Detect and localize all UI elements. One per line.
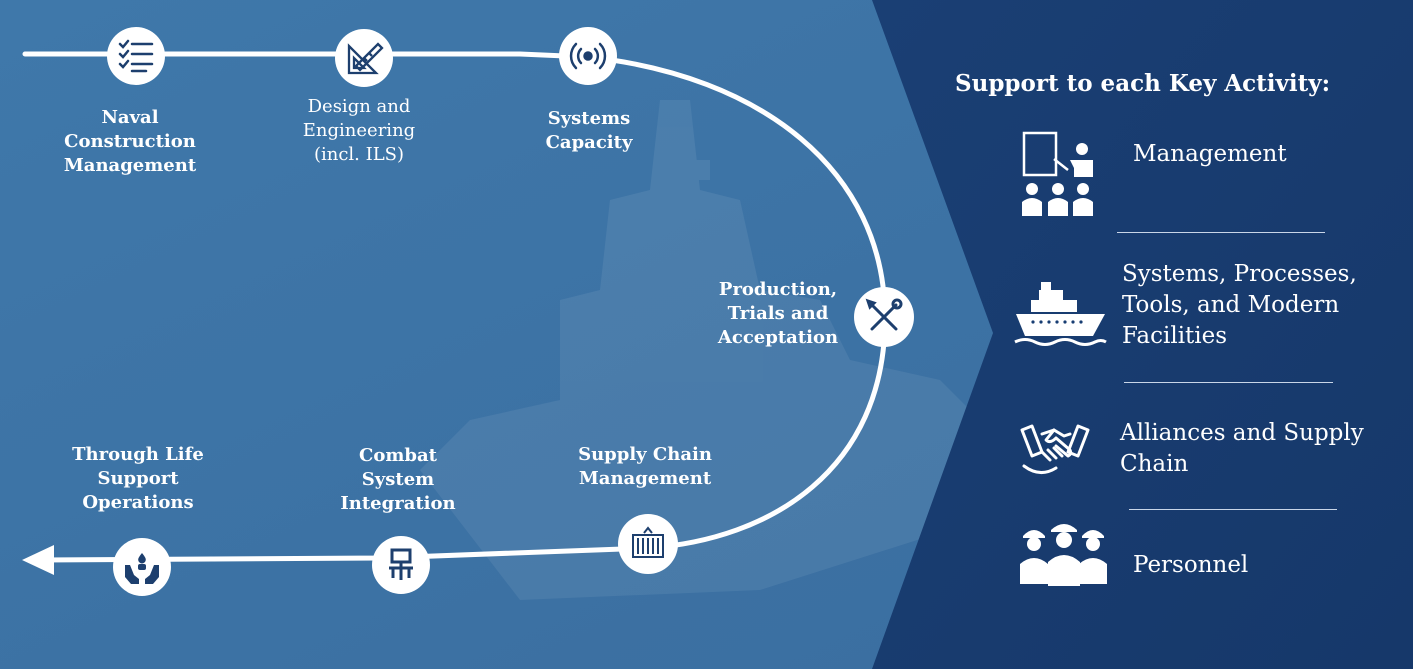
label-supply-chain: Supply Chain Management (578, 444, 712, 489)
ship-icon (1014, 282, 1107, 346)
container-icon (618, 514, 678, 574)
support-title: Support to each Key Activity: (955, 70, 1331, 97)
signal-broadcast-icon (559, 27, 617, 85)
label-combat-system: Combat System Integration (340, 445, 456, 514)
ship-silhouette (420, 100, 980, 600)
label-production-trials: Production, Trials and Acceptation (717, 279, 839, 348)
support-item-management: Management (1133, 141, 1287, 167)
handshake-icon (1020, 424, 1090, 474)
divider (1129, 509, 1337, 510)
label-design-engineering: Design and Engineering (incl. ILS) (302, 96, 416, 165)
support-item-personnel: Personnel (1133, 552, 1249, 578)
support-item-systems: Systems, Processes, Tools, and Modern Fa… (1122, 261, 1357, 349)
divider (1117, 232, 1325, 233)
arrowhead-icon (22, 545, 54, 575)
tools-icon (854, 287, 914, 347)
label-systems-capacity: Systems Capacity (545, 108, 633, 153)
divider (1124, 382, 1333, 383)
presentation-audience-icon (1022, 131, 1093, 216)
label-through-life: Through Life Support Operations (72, 444, 204, 513)
hands-care-icon (113, 538, 171, 596)
checklist-icon (107, 27, 165, 85)
label-naval-construction: Naval Construction Management (63, 107, 197, 176)
right-panel (872, 0, 1413, 669)
ruler-triangle-icon (335, 29, 393, 87)
support-item-alliances: Alliances and Supply Chain (1120, 420, 1364, 477)
workers-group-icon (1020, 524, 1107, 586)
network-node-icon (372, 536, 430, 594)
